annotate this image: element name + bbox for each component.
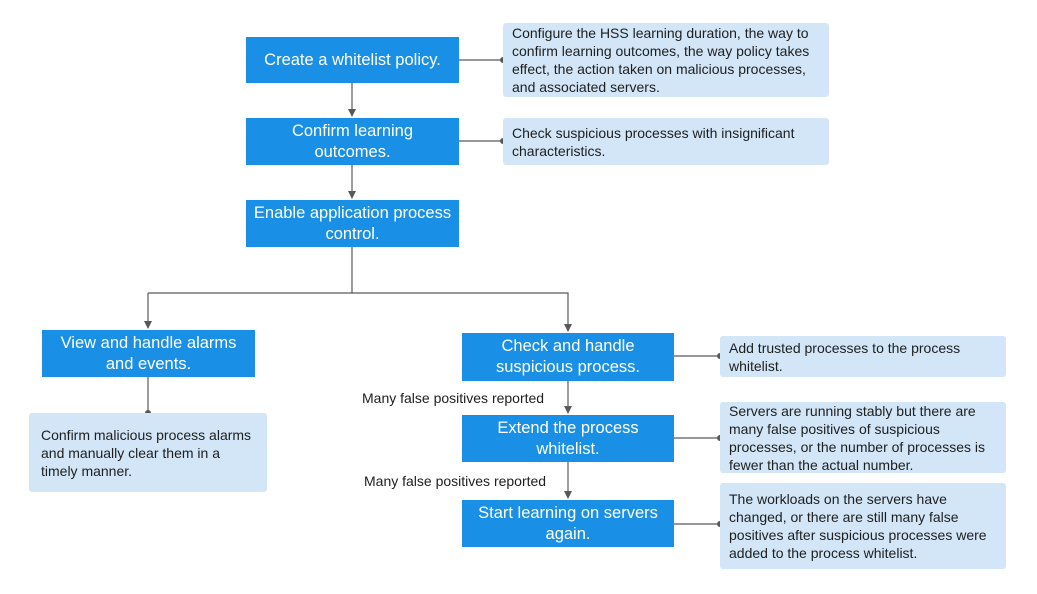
note-confirm-learning-outcomes: Check suspicious processes with insignif… xyxy=(503,118,829,165)
note-extend-process-whitelist: Servers are running stably but there are… xyxy=(720,402,1006,473)
edge-label-false-positives-1: Many false positives reported xyxy=(362,390,545,406)
step-check-suspicious-process: Check and handle suspicious process. xyxy=(462,333,674,381)
arrow-enable-to-check xyxy=(352,292,572,332)
branch-connector xyxy=(148,247,353,294)
step-start-learning-again: Start learning on servers again. xyxy=(462,500,674,547)
step-extend-process-whitelist: Extend the process whitelist. xyxy=(462,415,674,462)
step-confirm-learning-outcomes: Confirm learning outcomes. xyxy=(246,118,459,165)
step-enable-process-control: Enable application process control. xyxy=(246,200,459,247)
edge-label-false-positives-2: Many false positives reported xyxy=(364,473,547,489)
step-create-whitelist-policy: Create a whitelist policy. xyxy=(246,37,459,83)
note-start-learning-again: The workloads on the servers have change… xyxy=(720,483,1006,569)
step-view-handle-alarms: View and handle alarms and events. xyxy=(42,330,255,377)
note-check-suspicious-process: Add trusted processes to the process whi… xyxy=(720,336,1006,377)
note-create-whitelist-policy: Configure the HSS learning duration, the… xyxy=(503,23,829,97)
note-view-handle-alarms: Confirm malicious process alarms and man… xyxy=(29,413,267,492)
